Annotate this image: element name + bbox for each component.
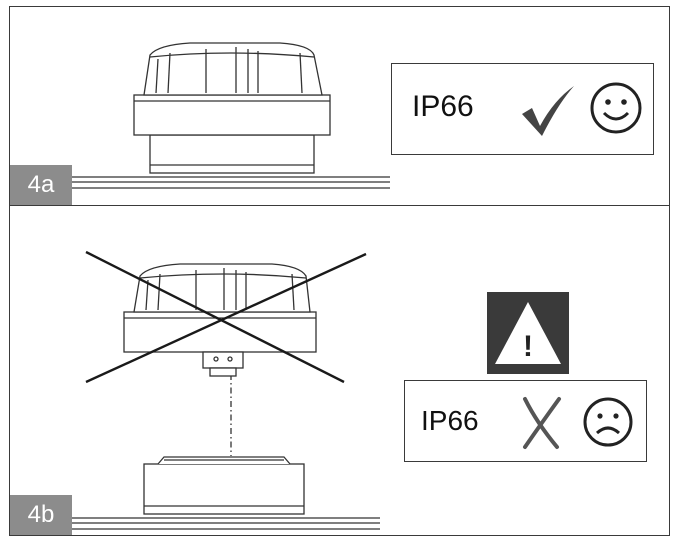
x-mark-icon <box>523 397 561 449</box>
warning-exclamation: ! <box>523 330 533 363</box>
sensor-mounted-illustration <box>72 42 390 189</box>
sad-face-icon <box>583 397 633 447</box>
ip-rating-text: IP66 <box>421 405 479 436</box>
checkmark-icon <box>522 86 574 136</box>
panel-4b: ! IP66 4b <box>9 205 670 536</box>
step-label-4a: 4a <box>10 165 72 205</box>
panel-4a: IP66 4a <box>9 6 670 206</box>
warning-icon: ! <box>487 292 569 374</box>
rating-box-ip66-ok: IP66 <box>391 63 654 155</box>
step-label-4b: 4b <box>10 495 72 535</box>
ip-rating-text: IP66 <box>412 90 474 123</box>
rating-box-ip66-fail: IP66 <box>404 380 647 462</box>
smiley-face-icon <box>590 82 642 134</box>
sensor-detached-illustration <box>72 250 380 530</box>
